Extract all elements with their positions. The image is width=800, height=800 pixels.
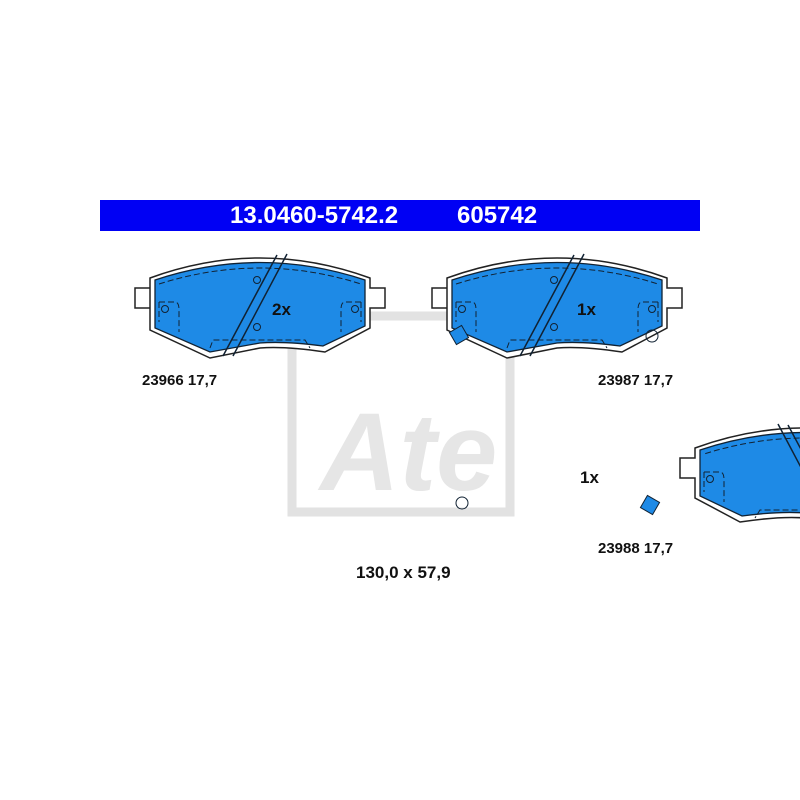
pad-1-quantity: 2x [272,300,291,319]
pad-thickness: 17,7 [643,540,674,557]
pad-code: 23987 [598,372,640,389]
wear-sensor-icon [448,324,661,516]
pad-3-label: 23988 17,7 [598,540,673,557]
pad-3-quantity: 1x [580,468,599,487]
brake-pad-1 [134,253,386,359]
article-number: 605742 [457,202,538,229]
dimensions: 130,0 x 57,9 [356,563,451,582]
svg-text:Ate: Ate [317,391,497,514]
ate-watermark: Ate [287,311,515,517]
pad-2-quantity: 1x [577,300,596,319]
pad-2-label: 23987 17,7 [598,372,673,389]
pad-thickness: 17,7 [643,372,674,389]
header-band: 13.0460-5742.2 605742 [100,200,700,231]
part-number: 13.0460-5742.2 [230,202,399,229]
brake-pad-3 [679,423,800,529]
pad-thickness: 17,7 [187,372,218,389]
brake-pad-2 [431,253,683,359]
pad-code: 23966 [142,372,184,389]
pad-code: 23988 [598,540,640,557]
pad-1-label: 23966 17,7 [142,372,217,389]
